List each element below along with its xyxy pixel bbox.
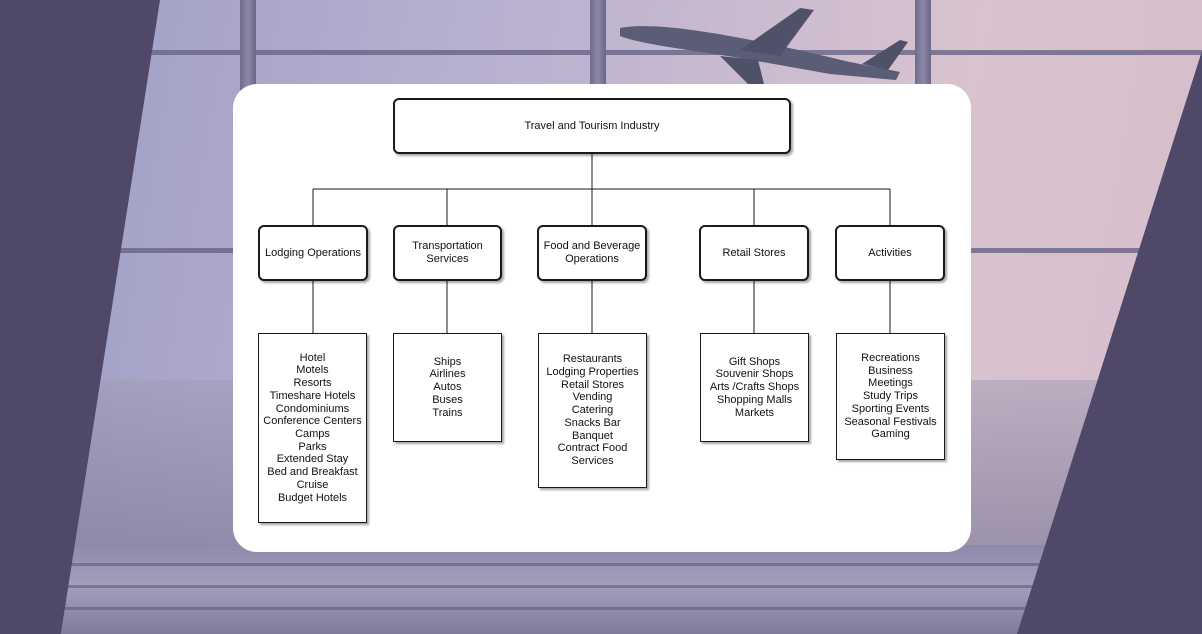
category-label: Retail Stores	[722, 246, 786, 259]
list-item: Autos	[433, 381, 462, 394]
list-item: Gift Shops	[728, 355, 781, 368]
list-item: Banquet	[572, 429, 613, 442]
list-item: Services	[571, 454, 614, 467]
category-label: Food and Beverage Operations	[543, 240, 641, 265]
list-item: Condominiums	[275, 402, 350, 415]
list-item: Seasonal Festivals	[844, 415, 937, 428]
list-item: Bed and Breakfast	[267, 466, 358, 479]
item-list-transportation: Ships Airlines Autos Buses Trains	[393, 333, 502, 442]
list-item: Business	[868, 364, 913, 377]
airplane-image	[620, 8, 908, 86]
list-item: Recreations	[861, 352, 920, 365]
list-item: Conference Centers	[263, 415, 362, 428]
list-item: Ships	[433, 355, 462, 368]
root-label: Travel and Tourism Industry	[524, 119, 660, 132]
category-node-transportation: Transportation Services	[393, 225, 502, 281]
list-item: Gaming	[871, 428, 910, 441]
list-item: Catering	[571, 404, 614, 417]
category-node-lodging: Lodging Operations	[258, 225, 368, 281]
list-item: Snacks Bar	[564, 416, 621, 429]
list-item: Meetings	[868, 377, 913, 390]
list-item: Trains	[432, 406, 463, 419]
list-item: Resorts	[293, 377, 332, 390]
list-item: Retail Stores	[561, 378, 624, 391]
category-node-retail: Retail Stores	[699, 225, 809, 281]
list-item: Study Trips	[862, 390, 918, 403]
list-item: Budget Hotels	[277, 491, 348, 504]
list-item: Sporting Events	[851, 402, 930, 415]
connector-lines	[312, 154, 891, 333]
category-label: Transportation Services	[412, 240, 483, 265]
org-chart-card: Travel and Tourism Industry Lodging Oper…	[233, 84, 971, 552]
list-item: Camps	[295, 428, 330, 440]
list-item: Markets	[734, 406, 775, 419]
list-item: Motels	[296, 364, 329, 377]
category-node-activities: Activities	[835, 225, 945, 281]
list-item: Airlines	[429, 368, 466, 381]
item-list-lodging: Hotel Motels Resorts Timeshare Hotels Co…	[258, 333, 367, 523]
list-item: Restaurants	[562, 353, 623, 366]
root-node: Travel and Tourism Industry	[393, 98, 791, 154]
list-item: Souvenir Shops	[715, 368, 794, 381]
category-label: Lodging Operations	[264, 246, 361, 259]
list-item: Parks	[298, 440, 327, 453]
category-node-food-beverage: Food and Beverage Operations	[537, 225, 647, 281]
item-list-food-beverage: Restaurants Lodging Properties Retail St…	[538, 333, 647, 488]
list-item: Contract Food	[557, 442, 628, 455]
list-item: Buses	[432, 393, 463, 406]
list-item: Timeshare Hotels	[269, 389, 356, 402]
item-list-retail: Gift Shops Souvenir Shops Arts /Crafts S…	[700, 333, 809, 442]
list-item: Shopping Malls	[716, 393, 793, 406]
list-item: Vending	[572, 391, 613, 404]
list-item: Cruise	[296, 478, 329, 491]
floor	[0, 545, 1202, 634]
list-item: Hotel	[299, 351, 326, 364]
list-item: Lodging Properties	[546, 366, 639, 379]
category-label: Activities	[868, 246, 912, 259]
list-item: Extended Stay	[276, 453, 349, 466]
item-list-activities: Recreations Business Meetings Study Trip…	[836, 333, 945, 460]
list-item: Arts /Crafts Shops	[709, 381, 800, 394]
